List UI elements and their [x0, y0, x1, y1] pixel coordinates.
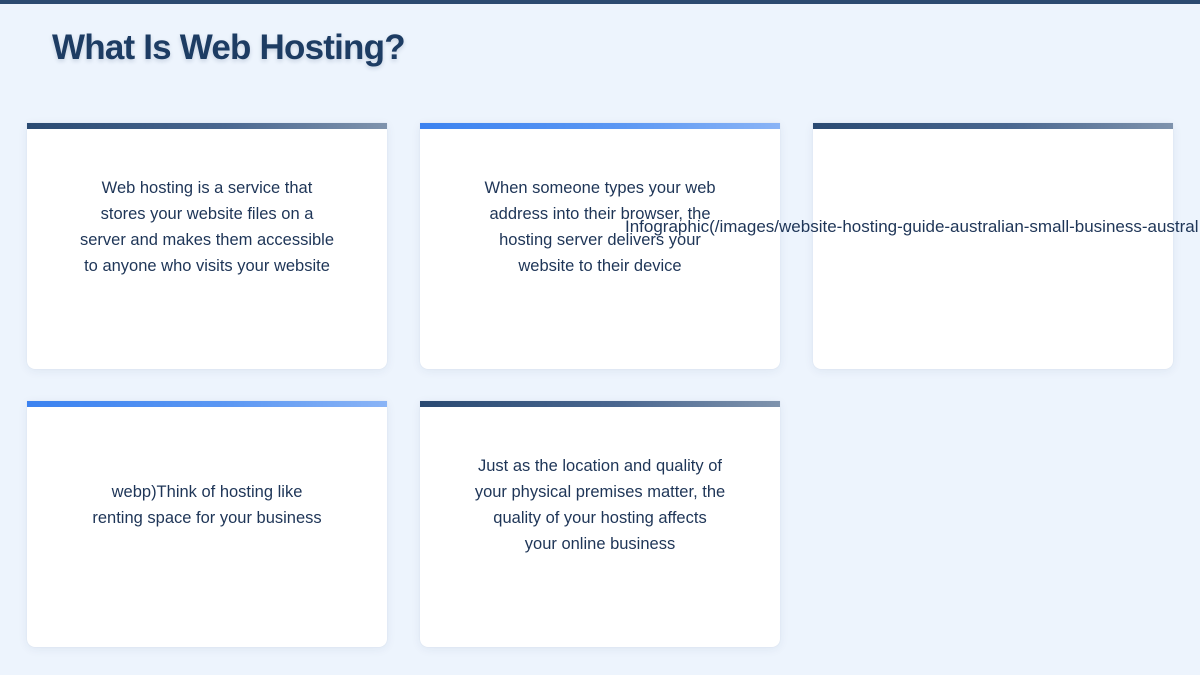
card-accent-bar — [420, 123, 780, 129]
card-text-line: address into their browser, the — [489, 205, 711, 223]
card-accent-bar — [27, 401, 387, 407]
overflow-image-text: Infographic(/images/website-hosting-guid… — [625, 217, 1199, 236]
card-accent-bar — [420, 401, 780, 407]
card-text-line: server and makes them accessible — [79, 231, 335, 249]
card-text-line: When someone types your web — [484, 179, 716, 197]
info-card-2: When someone types your web address into… — [420, 123, 780, 369]
card-text-line: webp)Think of hosting like — [111, 483, 303, 501]
info-card-5: Just as the location and quality of your… — [420, 401, 780, 647]
card-text-line: Web hosting is a service that — [101, 179, 313, 197]
page-title: What Is Web Hosting? — [52, 28, 406, 67]
info-card-3 — [813, 123, 1173, 369]
card-text: Web hosting is a service that stores you… — [80, 175, 334, 279]
card-text: When someone types your web address into… — [484, 175, 715, 279]
card-text-line: your physical premises matter, the — [474, 483, 726, 501]
info-card-1: Web hosting is a service that stores you… — [27, 123, 387, 369]
card-accent-bar — [27, 123, 387, 129]
card-text: webp)Think of hosting like renting space… — [92, 479, 321, 531]
card-text-line: hosting server delivers your — [499, 231, 701, 249]
card-text: Just as the location and quality of your… — [475, 453, 725, 557]
card-accent-bar — [813, 123, 1173, 129]
card-text-line: to anyone who visits your website — [84, 257, 330, 275]
card-text-line: renting space for your business — [92, 509, 322, 527]
card-text-line: stores your website files on a — [100, 205, 314, 223]
card-text-line: Just as the location and quality of — [477, 457, 722, 475]
card-text-line: quality of your hosting affects — [493, 509, 707, 527]
card-text-line: website to their device — [518, 257, 682, 275]
info-card-4: webp)Think of hosting like renting space… — [27, 401, 387, 647]
card-text-line: your online business — [524, 535, 676, 553]
top-rule — [0, 0, 1200, 4]
